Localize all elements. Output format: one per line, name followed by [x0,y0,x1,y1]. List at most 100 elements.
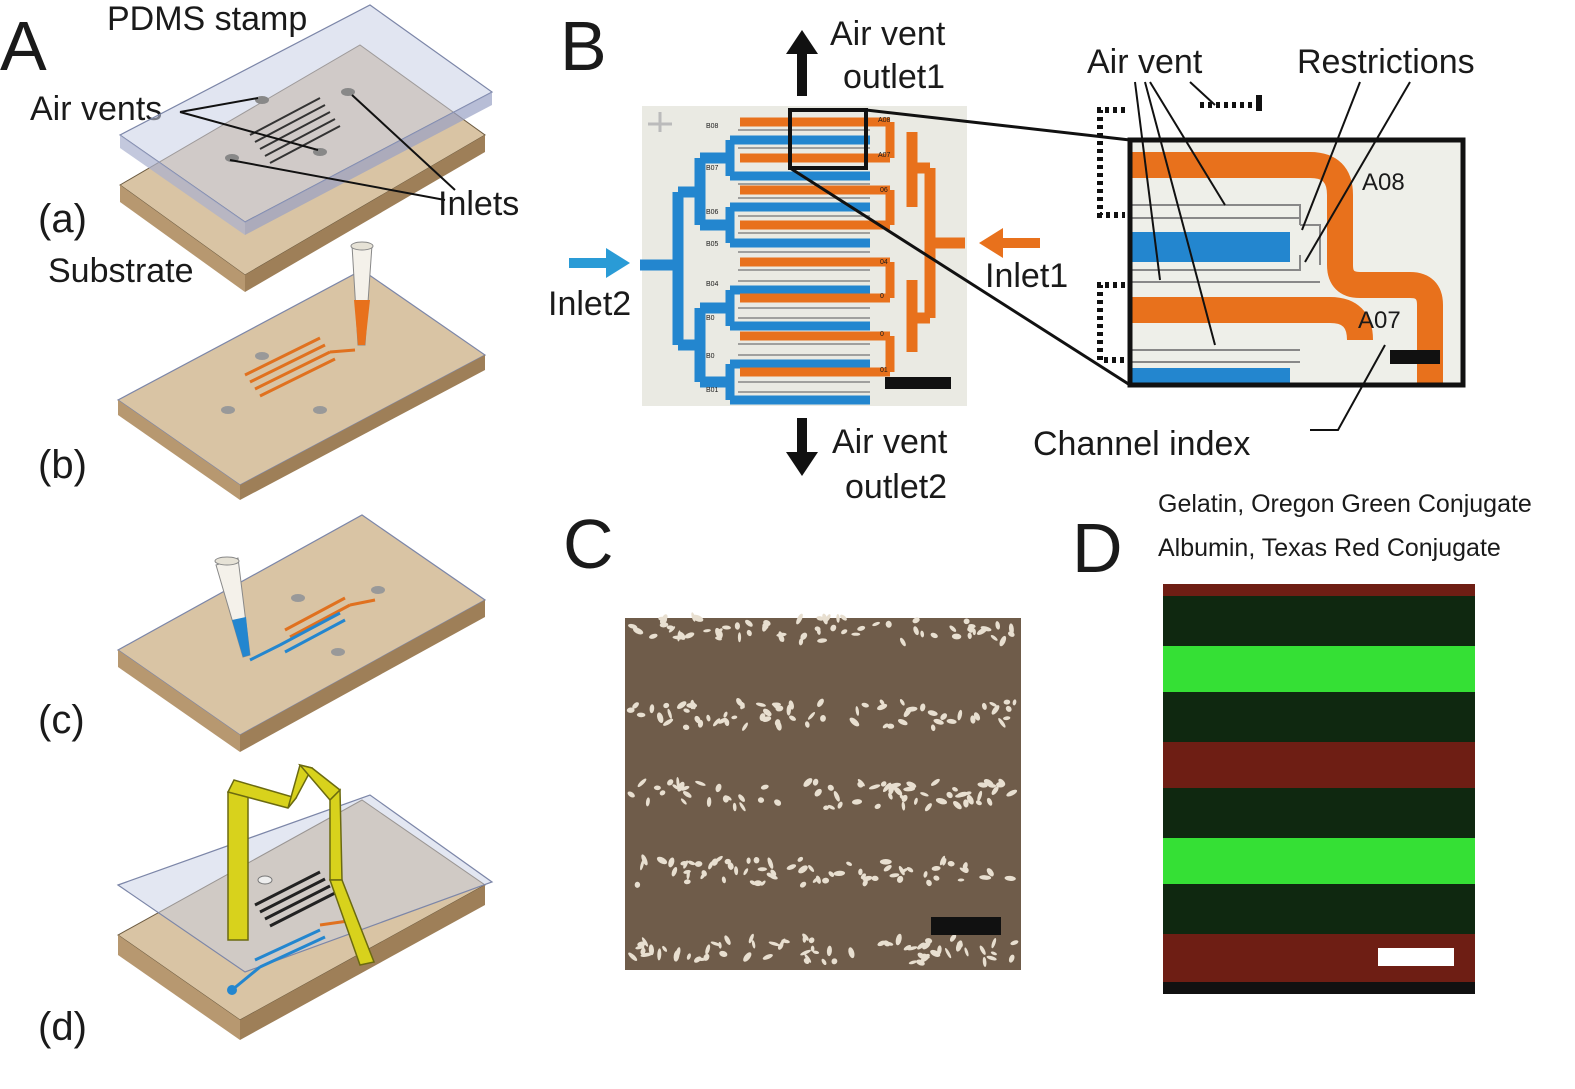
cell-mark [882,782,892,793]
cell-mark [926,879,932,887]
cell-mark [682,724,690,731]
cell-mark [874,803,881,810]
cell-mark [722,795,729,803]
cell-mark [946,718,957,724]
cell-mark [680,785,690,791]
cell-mark [632,702,639,709]
cell-mark [805,721,810,728]
cell-mark [800,632,808,640]
cell-mark [737,632,742,643]
cell-mark [656,712,664,724]
cell-mark [991,937,997,949]
zoom-air-vent-label: Air vent [1087,43,1203,81]
index-b01: B01 [706,387,719,394]
outlet1-line1: Air vent [830,15,946,53]
cell-mark [734,622,741,630]
cell-mark [677,781,685,792]
inlet2-arrow [569,248,630,278]
callout-lines [1134,81,1411,431]
cell-mark [636,712,646,718]
cell-mark [710,941,721,947]
cell-mark [703,629,711,633]
cell-mark [757,797,765,803]
cell-mark [877,703,888,711]
zoom-box [788,108,868,170]
cell-mark [683,860,689,869]
cell-mark [799,881,807,888]
cell-mark [981,702,987,710]
cell-mark [659,790,666,796]
cell-mark [879,699,885,705]
index-b0b: B0 [706,353,715,360]
cell-mark [742,722,748,731]
cell-mark [821,958,827,966]
cell-mark [1003,716,1011,721]
cell-mark [1008,631,1015,637]
cell-mark [872,621,880,627]
cell-mark [772,702,779,710]
cell-mark [715,783,722,793]
cell-mark [955,793,964,798]
cell-mark [935,797,948,805]
cell-mark [627,791,635,798]
outlet2-line2: outlet2 [845,468,947,506]
cell-mark [722,625,731,630]
cell-mark [732,802,737,812]
cell-mark [701,870,707,877]
cell-mark [714,855,723,863]
cell-mark [949,625,957,632]
index-b04: B04 [706,281,719,288]
clamp-icon [226,763,376,966]
outlet2-arrow [786,418,818,476]
cell-mark [1008,954,1015,963]
cell-mark [781,939,790,944]
cell-mark [687,860,696,866]
cell-mark [738,794,746,802]
cell-mark [1010,940,1019,946]
cell-mark [820,715,826,722]
cell-mark [676,701,687,710]
cell-mark [964,947,969,957]
cell-mark [885,620,892,628]
cell-mark [686,702,698,709]
zoom-scale-bar [1390,350,1440,364]
cell-mark [712,718,721,727]
cell-mark [1005,705,1012,712]
pdms-stamp-label: PDMS stamp [107,0,307,38]
inlet2-label: Inlet2 [548,285,631,323]
c-scale-bar [931,917,1001,935]
cell-mark [753,857,760,864]
inlet1-label: Inlet1 [985,257,1068,295]
cell-mark [871,875,879,882]
cell-mark [649,704,655,714]
cell-mark [626,707,635,713]
cell-mark [986,868,994,877]
cell-mark [755,702,766,707]
cell-mark [717,717,727,724]
restrictions-label: Restrictions [1297,43,1475,81]
index-0b: 0 [880,331,884,338]
cell-mark [1006,789,1018,797]
cell-mark [977,782,988,788]
cell-mark [896,875,904,883]
cell-mark [899,794,906,800]
outlet2-line1: Air vent [832,423,948,461]
cell-mark [757,867,767,872]
cell-mark [930,778,940,786]
cell-mark [940,713,948,720]
zoom-inset: A08 A07 [1127,137,1466,388]
zoom-index-top: A08 [1362,169,1405,196]
inlet1-arrow [979,228,1040,258]
cell-mark [746,857,751,864]
cell-mark [930,632,938,639]
cell-mark [695,780,706,786]
cell-mark [767,857,774,869]
legend-albumin: Albumin, Texas Red Conjugate [1158,534,1501,562]
cell-mark [920,792,929,797]
cell-mark [739,802,746,812]
cell-mark [995,621,1001,630]
cell-mark [913,797,918,805]
cell-mark [979,945,986,955]
cell-mark [671,866,678,877]
cell-mark [656,856,668,865]
